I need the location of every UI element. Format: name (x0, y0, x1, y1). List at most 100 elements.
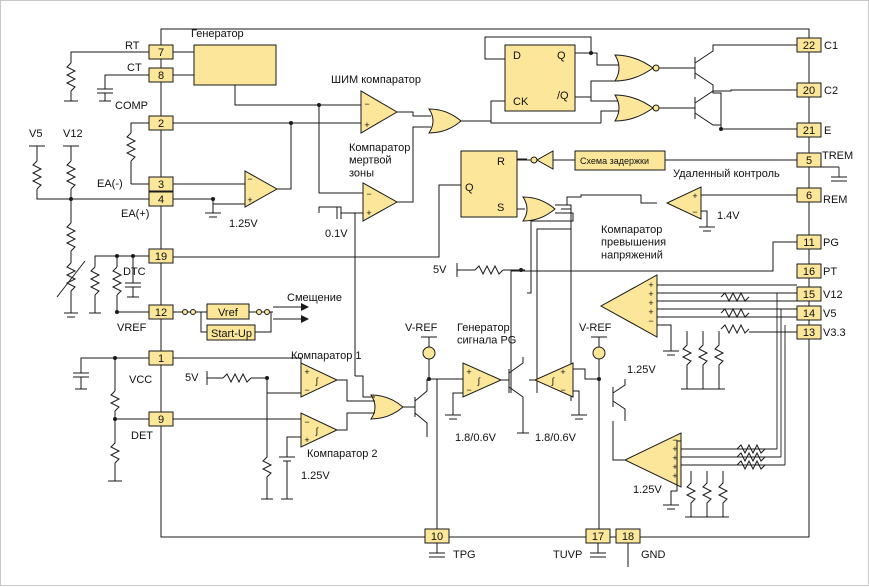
svg-text:16: 16 (803, 266, 815, 278)
svg-text:+: + (672, 462, 677, 472)
pin-v12: 15 V12 (796, 286, 843, 302)
svg-text:+: + (560, 367, 565, 377)
svg-text:V-REF: V-REF (579, 322, 612, 334)
svg-text:−: − (672, 435, 677, 445)
svg-text:+: + (672, 471, 677, 481)
pin-e: 21 E (796, 122, 831, 138)
svg-text:∫: ∫ (477, 376, 482, 386)
svg-text:−: − (560, 385, 565, 395)
svg-text:22: 22 (803, 40, 815, 52)
svg-text:Q: Q (465, 182, 474, 194)
dtc-network (89, 254, 149, 314)
or-gate-latch (522, 194, 657, 401)
svg-text:C2: C2 (824, 85, 838, 97)
pin-tpg: 10 TPG (424, 528, 476, 561)
svg-text:19: 19 (155, 251, 167, 263)
svg-text:1.4V: 1.4V (717, 210, 740, 222)
svg-text:REM: REM (823, 194, 847, 206)
svg-text:14: 14 (803, 308, 815, 320)
pin-gnd: 18 GND (615, 528, 666, 567)
pin-c2: 20 C2 (796, 82, 838, 98)
d-flip-flop: D CK Q /Q (484, 36, 619, 123)
svg-text:4: 4 (158, 194, 164, 206)
external-divider: V5 V12 (29, 128, 149, 318)
svg-text:−: − (304, 385, 309, 395)
svg-text:E: E (824, 125, 831, 137)
pin-c1: 22 C1 (796, 37, 838, 53)
rs-latch: R S Q (173, 150, 527, 258)
svg-text:9: 9 (158, 414, 164, 426)
pin-trem: 5 TREM (796, 150, 853, 182)
output-transistors (694, 44, 797, 131)
undervoltage-comparator: − + + + + 1.25V (612, 293, 786, 518)
svg-text:+: + (648, 307, 653, 317)
svg-text:RT: RT (125, 40, 140, 52)
svg-text:PT: PT (823, 266, 837, 278)
svg-text:1: 1 (158, 353, 164, 365)
comparator-1: + − ∫ Компаратор 1 (173, 350, 361, 398)
svg-text:+: + (648, 280, 653, 290)
pin-pg: 11 PG (796, 234, 839, 250)
pg-line: 5V (433, 241, 797, 393)
svg-text:V3.3: V3.3 (823, 327, 846, 339)
svg-text:Смещение: Смещение (287, 292, 342, 304)
svg-text:CT: CT (127, 62, 142, 74)
svg-text:+: + (247, 195, 252, 205)
svg-text:18: 18 (622, 531, 634, 543)
svg-text:V12: V12 (823, 289, 843, 301)
svg-text:+: + (466, 367, 471, 377)
comparator-2: − + ∫ Компаратор 2 (173, 412, 377, 460)
svg-text:/Q: /Q (557, 90, 569, 102)
svg-text:0.1V: 0.1V (325, 228, 348, 240)
pin-tuvp: 17 TUVP (553, 528, 611, 561)
svg-text:∫: ∫ (315, 426, 320, 436)
vref-startup: Vref Start-Up Смещение (173, 292, 342, 341)
svg-text:V12: V12 (63, 128, 83, 140)
svg-text:11: 11 (803, 237, 814, 249)
pin-rt: 7 RT (125, 40, 174, 60)
pin-pt: 16 PT (796, 263, 837, 279)
svg-text:3: 3 (158, 179, 164, 191)
remote-control-amp: + − Удаленный контроль 1.4V (665, 168, 797, 232)
svg-text:−: − (648, 316, 653, 326)
delay-chain: Схема задержки (517, 150, 797, 171)
or-gate-pwm (428, 100, 601, 134)
svg-text:13: 13 (803, 327, 815, 339)
svg-text:VREF: VREF (117, 322, 147, 334)
svg-text:1.8/0.6V: 1.8/0.6V (455, 432, 497, 444)
svg-text:+: + (648, 289, 653, 299)
svg-text:5V: 5V (433, 264, 447, 276)
svg-text:C1: C1 (824, 40, 838, 52)
svg-text:∫: ∫ (551, 376, 556, 386)
svg-text:Удаленный контроль: Удаленный контроль (673, 168, 780, 180)
chip-outline (160, 28, 810, 538)
svg-text:Vref: Vref (218, 307, 239, 319)
svg-text:EA(+): EA(+) (121, 208, 149, 220)
svg-text:V-REF: V-REF (405, 322, 438, 334)
svg-text:S: S (497, 202, 504, 214)
svg-text:GND: GND (641, 549, 666, 561)
pin-det: 9 DET (131, 411, 174, 442)
svg-text:TUVP: TUVP (553, 549, 582, 561)
or-gate-tpg (337, 375, 428, 437)
pin-vref: 12 VREF (117, 304, 174, 334)
pin-vcc: 1 VCC (129, 350, 174, 386)
svg-text:R: R (497, 156, 505, 168)
svg-text:TREM: TREM (822, 150, 853, 162)
external-rt-ct (64, 51, 149, 185)
pin-v33: 13 V3.3 (796, 324, 846, 340)
vcc-det-external (73, 356, 149, 482)
svg-text:17: 17 (592, 531, 604, 543)
svg-text:+: + (648, 298, 653, 308)
svg-text:+: + (304, 367, 309, 377)
pwm-comparator: − + ШИМ компаратор (331, 74, 431, 134)
pin-ea-plus: 4 EA(+) (121, 191, 174, 220)
svg-text:DET: DET (131, 430, 153, 442)
svg-text:1.25V: 1.25V (627, 364, 656, 376)
